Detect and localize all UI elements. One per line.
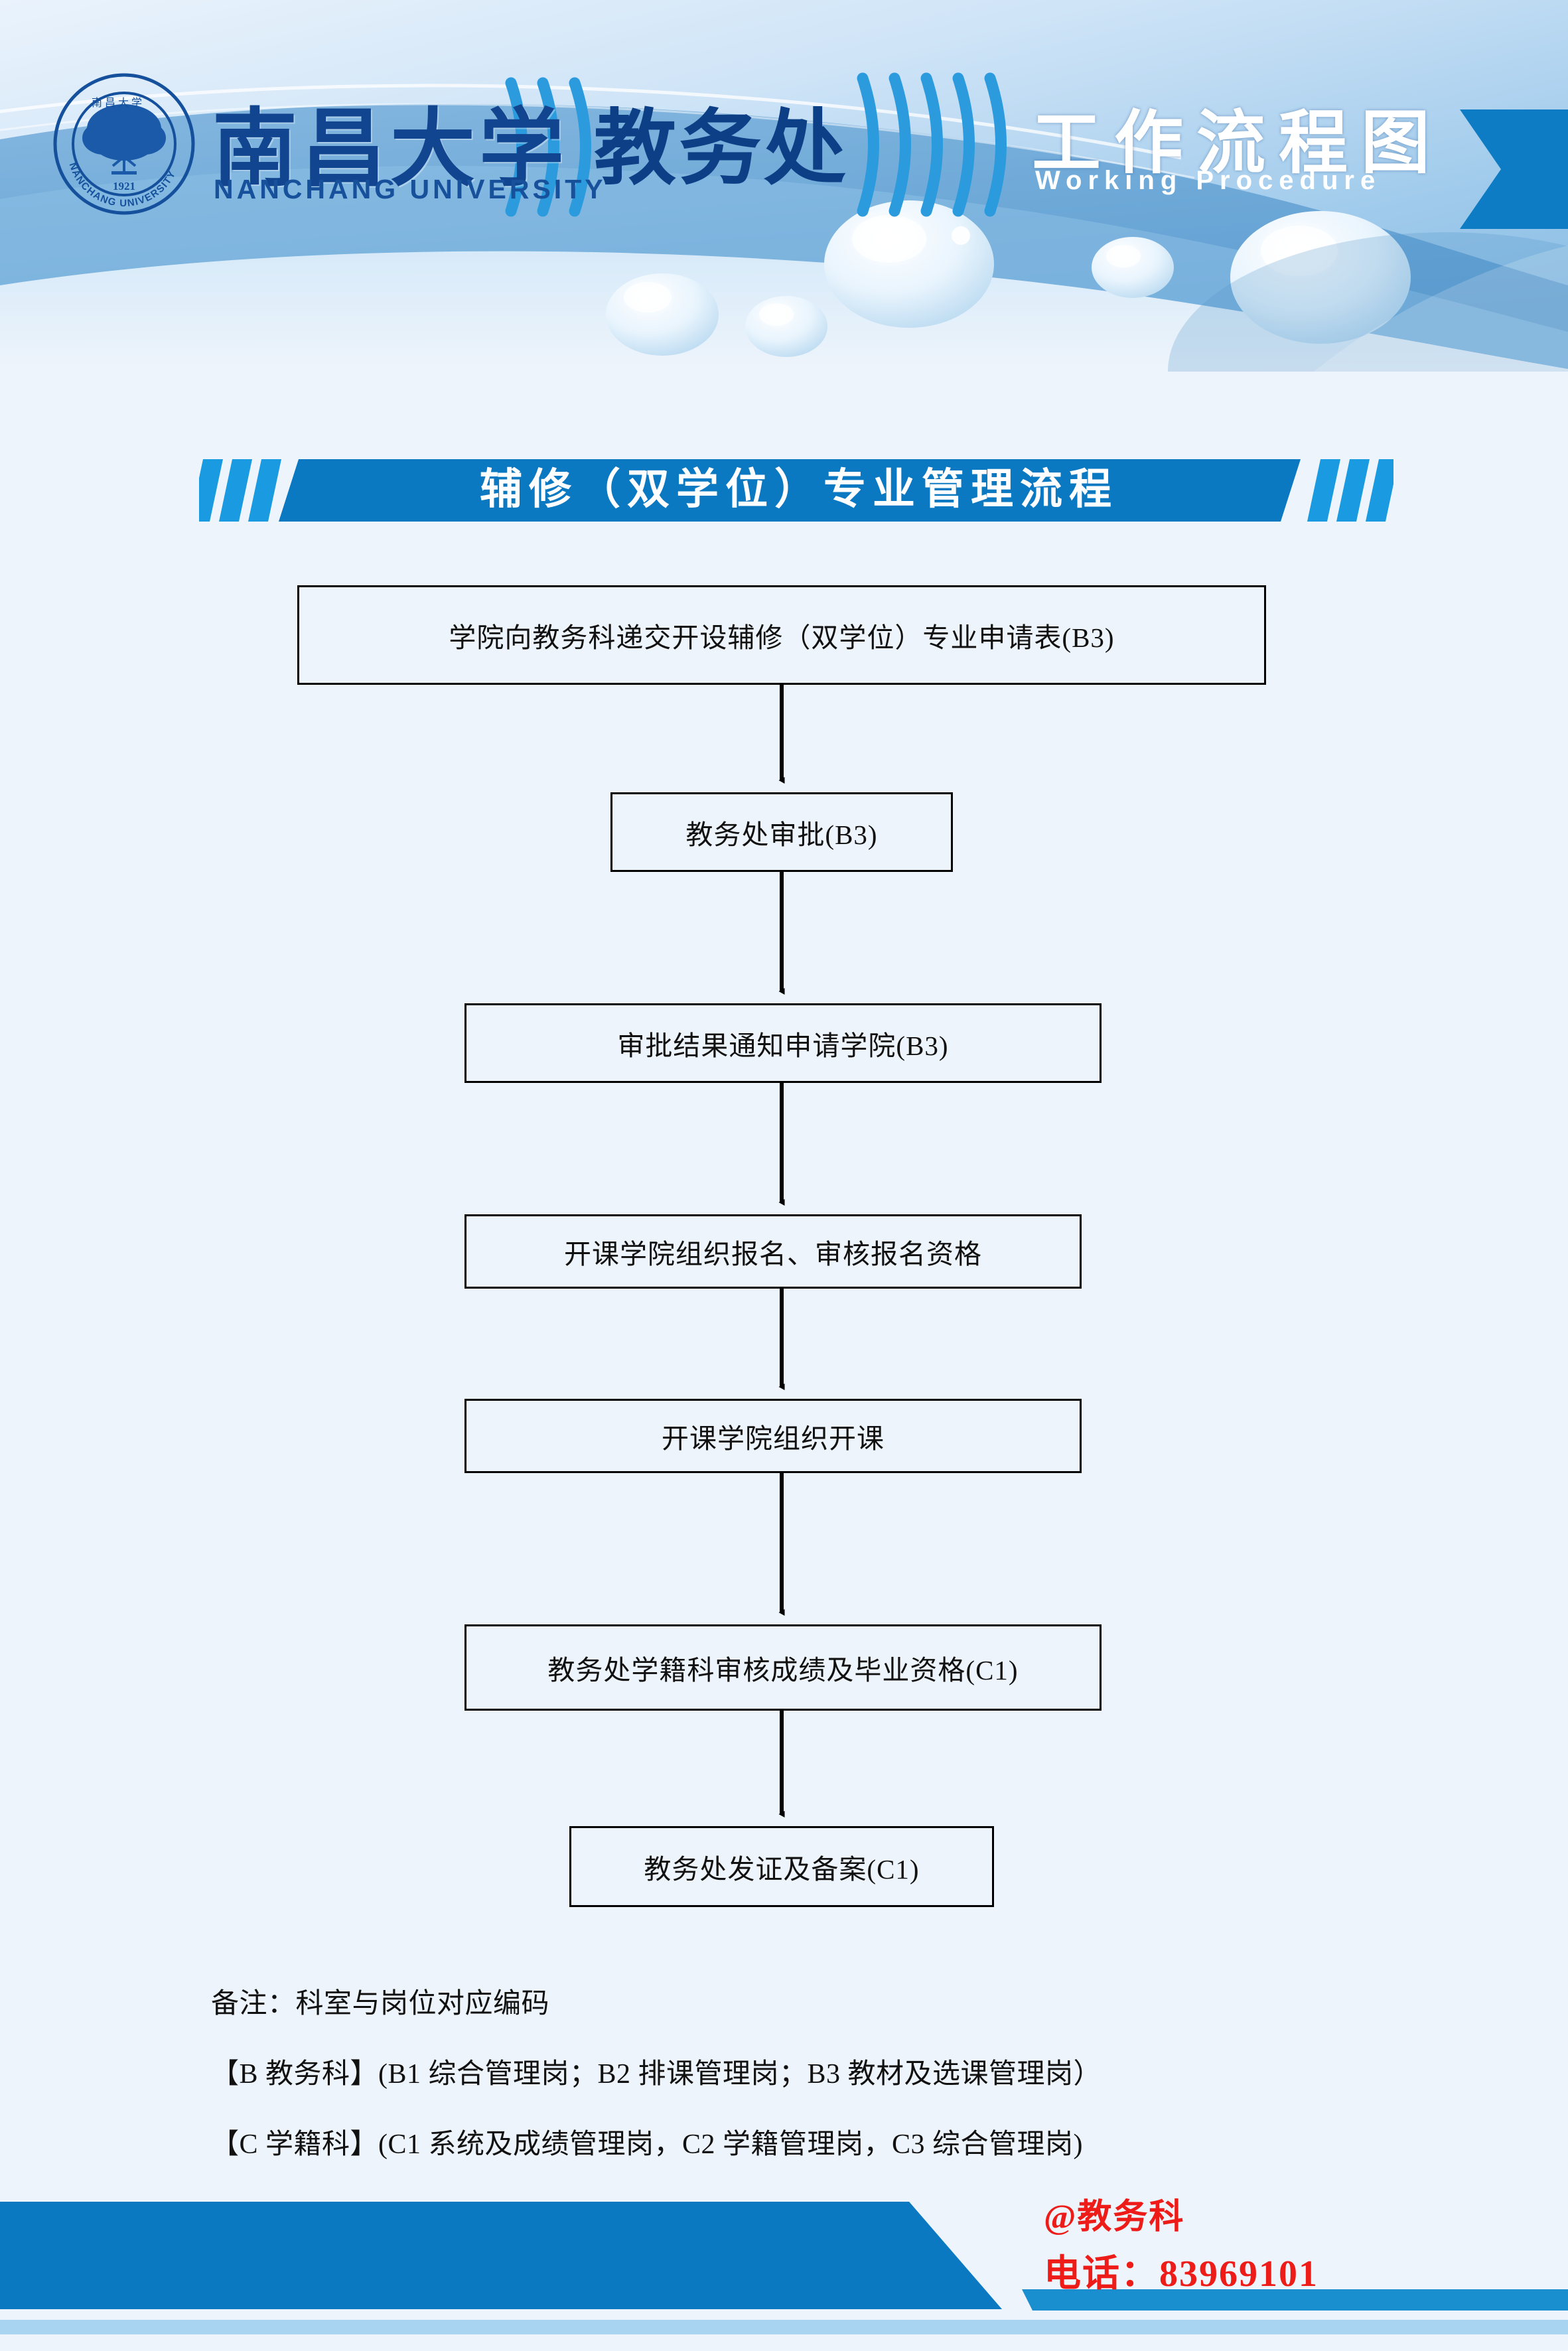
department-name: 教务处 [594,104,849,194]
flow-step-3-label: 审批结果通知申请学院(B3) [617,1031,949,1061]
section-title-banner: 辅修（双学位）专业管理流程 [199,450,1393,522]
flow-step-2[interactable]: 教务处审批(B3) [610,792,953,872]
seal-year: 1921 [113,180,135,192]
page-header: 1921 南 昌 大 学 NANCHANG UNIVERSITY 南昌大学 NA… [0,0,1568,372]
footer-light-bar [0,2320,1568,2334]
contact-phone: 电话：83969101 [1044,2253,1319,2295]
chevron-group-right [857,72,1007,217]
section-title-text: 辅修（双学位）专业管理流程 [480,466,1118,513]
banner-slash-left [199,459,281,522]
flow-step-1-label: 学院向教务科递交开设辅修（双学位）专业申请表(B3) [449,622,1115,653]
brand-name-en: NANCHANG UNIVERSITY [214,174,606,204]
flow-step-1[interactable]: 学院向教务科递交开设辅修（双学位）专业申请表(B3) [297,585,1266,685]
note-line-3: 【C 学籍科】(C1 系统及成绩管理岗，C2 学籍管理岗，C3 综合管理岗) [211,2129,1084,2160]
banner-body [279,459,1301,522]
footer-blue-block [0,2202,1002,2309]
notes-section: 备注：科室与岗位对应编码 【B 教务科】(B1 综合管理岗；B2 排课管理岗；B… [211,1981,1405,2192]
flow-step-5-label: 开课学院组织开课 [662,1423,885,1454]
header-title-en: Working Procedure [1035,166,1382,195]
flow-step-6[interactable]: 教务处学籍科审核成绩及毕业资格(C1) [464,1624,1102,1711]
water-droplet-group [606,200,1411,357]
seal-top-chars: 南 昌 大 学 [92,97,142,109]
banner-shape [199,459,1393,522]
brand-name-cn: 南昌大学 [212,102,569,196]
chevron-group-left [505,77,591,217]
note-line-2: 【B 教务科】(B1 综合管理岗；B2 排课管理岗；B3 教材及选课管理岗） [211,2059,1102,2090]
flow-step-7[interactable]: 教务处发证及备案(C1) [569,1826,994,1907]
contact-handle: @教务科 [1044,2198,1185,2236]
footer-shape [0,2190,1568,2351]
header-background-graphic [0,0,1568,372]
flow-step-4[interactable]: 开课学院组织报名、审核报名资格 [464,1214,1082,1289]
flow-step-5[interactable]: 开课学院组织开课 [464,1399,1082,1473]
flow-step-3[interactable]: 审批结果通知申请学院(B3) [464,1003,1102,1083]
flow-step-6-label: 教务处学籍科审核成绩及毕业资格(C1) [547,1655,1019,1685]
header-title-cn: 工作流程图 [1032,106,1444,182]
university-seal-logo: 1921 南 昌 大 学 NANCHANG UNIVERSITY [52,72,196,216]
page-footer [0,2190,1568,2351]
header-arrow-shape [1460,109,1568,229]
footer-blue-bar [1022,2289,1568,2311]
flow-step-7-label: 教务处发证及备案(C1) [644,1854,920,1885]
flow-step-4-label: 开课学院组织报名、审核报名资格 [564,1239,982,1269]
note-line-1: 备注：科室与岗位对应编码 [211,1989,550,2019]
banner-slash-right [1307,459,1393,522]
footer-contact: @教务科 电话：83969101 [1044,2188,1319,2297]
flow-step-2-label: 教务处审批(B3) [685,819,878,850]
